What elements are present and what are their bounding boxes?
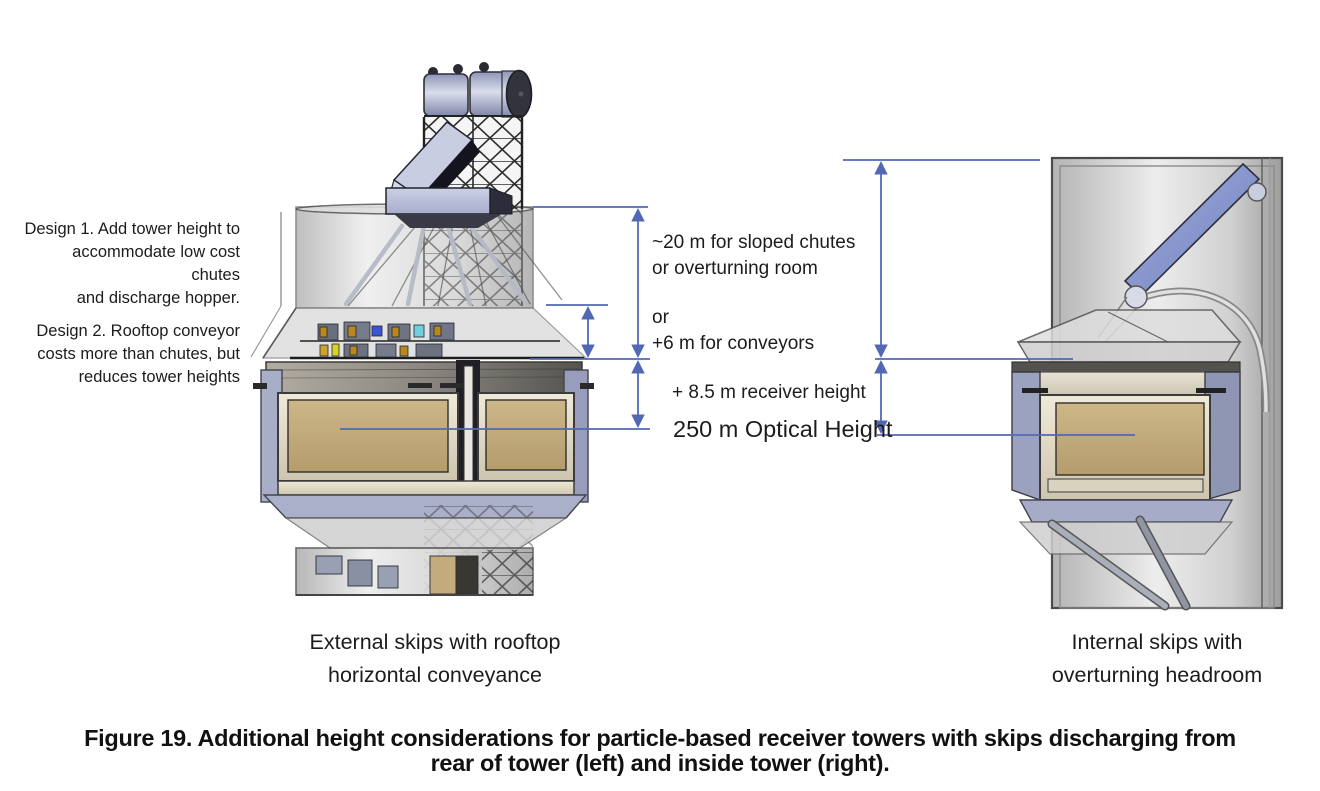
figure-caption-line1: Figure 19. Additional height considerati… [84, 725, 1236, 751]
left-diagram-label: External skips with rooftop horizontal c… [280, 626, 590, 692]
hopper-right [1016, 309, 1242, 363]
dim-or-label: or [652, 307, 669, 328]
design-note-1-line1: Design 1. Add tower height to [24, 220, 240, 238]
right-label-line1: Internal skips with [1071, 630, 1243, 654]
receiver-right [1011, 361, 1241, 611]
left-label-line2: horizontal conveyance [328, 663, 542, 687]
design-note-1-line2: accommodate low cost chutes [72, 243, 240, 284]
design-note-2-line2: costs more than chutes, but [37, 345, 240, 363]
dimension-note-receiver-height: + 8.5 m receiver height [672, 382, 866, 403]
design-note-2-line1: Design 2. Rooftop conveyor [36, 322, 240, 340]
pulley-top [1247, 182, 1267, 202]
receiver-aperture-left-b [485, 399, 567, 471]
overturn-arc [1130, 287, 1270, 413]
dimension-lines-right [843, 159, 1135, 436]
skip-hoist-beam [1097, 162, 1267, 342]
design-notes: Design 1. Add tower height to accommodat… [22, 218, 240, 399]
dim-conveyor-label: +6 m for conveyors [652, 333, 815, 354]
right-diagram-label: Internal skips with overturning headroom [1002, 626, 1312, 692]
figure-caption-line2: rear of tower (left) and inside tower (r… [430, 750, 890, 776]
left-label-line1: External skips with rooftop [309, 630, 561, 654]
dim-sloped-line1: ~20 m for sloped chutes [652, 232, 856, 253]
dimension-note-optical-height: 250 m Optical Height [673, 416, 893, 442]
receiver-left [253, 360, 594, 519]
support-struts [1047, 515, 1191, 611]
pulley-bottom [1124, 285, 1148, 309]
dimension-note-conveyors: or +6 m for conveyors [652, 305, 814, 357]
left-tower-illustration [250, 62, 594, 596]
dimension-lines-left [340, 206, 650, 430]
figure-caption: Figure 19. Additional height considerati… [0, 726, 1320, 776]
conveyor-platform [385, 187, 513, 228]
tower-base-left [284, 505, 569, 596]
receiver-aperture-left-a [287, 399, 449, 473]
dimension-note-sloped-chutes: ~20 m for sloped chutes or overturning r… [652, 230, 855, 282]
design-note-1: Design 1. Add tower height to accommodat… [22, 218, 240, 310]
design-note-2-line3: reduces tower heights [78, 368, 240, 386]
design-note-2: Design 2. Rooftop conveyor costs more th… [22, 320, 240, 389]
receiver-aperture-right [1055, 402, 1205, 476]
dim-sloped-line2: or overturning room [652, 258, 818, 279]
skip-equipment-row [290, 321, 584, 360]
right-label-line2: overturning headroom [1051, 663, 1263, 687]
design-note-1-line3: and discharge hopper. [76, 289, 240, 307]
right-tower-illustration [1011, 156, 1284, 611]
rooftop-conveyor-drums [423, 62, 533, 119]
